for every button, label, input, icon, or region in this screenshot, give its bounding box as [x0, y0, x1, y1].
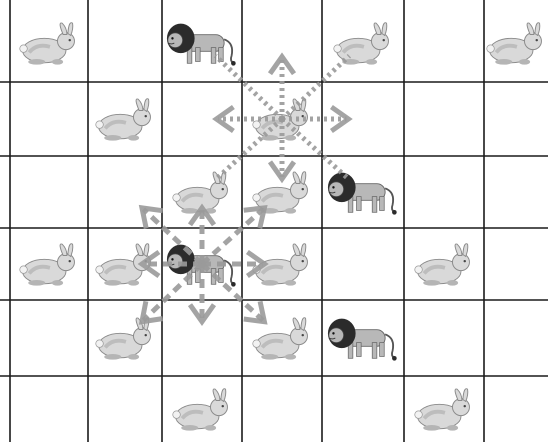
rabbit-icon — [20, 23, 75, 65]
rabbit-icon — [415, 244, 470, 286]
rabbit-icon — [487, 23, 542, 65]
lion-icon — [167, 24, 236, 66]
rabbit-icon — [20, 244, 75, 286]
move-arrow — [270, 57, 294, 119]
lion-icon — [328, 319, 397, 361]
move-line — [215, 56, 282, 119]
lion-icon — [328, 173, 397, 215]
rabbit-icon — [173, 389, 228, 431]
rabbit-icon — [334, 23, 389, 65]
rabbit-icon — [253, 318, 308, 360]
move-arrows-layer — [142, 56, 349, 322]
rabbit-icon — [96, 99, 151, 141]
rabbit-icon — [415, 389, 470, 431]
